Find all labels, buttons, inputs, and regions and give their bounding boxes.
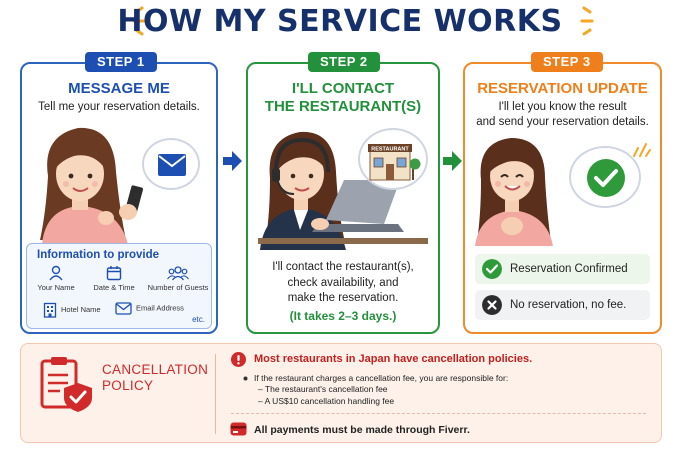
step-2-card: I'LL CONTACT THE RESTAURANT(S) RESTAURAN… xyxy=(246,62,440,334)
step-2-heading: I'LL CONTACT THE RESTAURANT(S) xyxy=(248,80,438,116)
restaurant-bubble: RESTAURANT xyxy=(358,128,428,190)
payment-note: All payments must be made through Fiverr… xyxy=(254,424,470,436)
info-item-number-of-guests: Number of Guests xyxy=(147,265,209,292)
success-bubble xyxy=(569,146,641,208)
step-1-heading: MESSAGE ME xyxy=(68,80,170,97)
dashed-divider xyxy=(231,413,646,414)
step-1-subtitle: Tell me your reservation details. xyxy=(38,101,200,113)
step-3-card: RESERVATION UPDATE I'll let you know the… xyxy=(463,62,662,334)
message-bubble xyxy=(142,138,200,190)
info-item-your-name: Your Name xyxy=(33,265,79,292)
step-2-duration: (It takes 2–3 days.) xyxy=(289,309,397,323)
person-icon xyxy=(49,265,63,281)
email-icon xyxy=(115,302,132,315)
alert-icon xyxy=(231,352,246,367)
step-3-subtitle-line2: and send your reservation details. xyxy=(476,116,649,128)
no-reservation-label: No reservation, no fee. xyxy=(510,299,627,311)
step-3-badge: STEP 3 xyxy=(531,52,603,72)
cancellation-fee-item-2: – A US$10 cancellation handling fee xyxy=(258,396,395,406)
info-item-hotel-name: Hotel Name xyxy=(43,302,101,318)
envelope-icon xyxy=(158,154,186,176)
step-2-badge: STEP 2 xyxy=(308,52,380,72)
info-item-email-address: Email Address xyxy=(115,302,184,315)
cancellation-fee-note: If the restaurant charges a cancellation… xyxy=(254,373,509,383)
cancellation-policy-title: CANCELLATION POLICY xyxy=(102,362,208,394)
step-1-card: MESSAGE ME Tell me your reservation deta… xyxy=(20,62,218,334)
step-1-badge: STEP 1 xyxy=(85,52,157,72)
info-item-date-time: Date & Time xyxy=(91,265,137,292)
info-label-hotel-name: Hotel Name xyxy=(61,304,101,314)
sparkle-icon xyxy=(633,143,651,157)
arrow-right-icon xyxy=(223,151,242,171)
arrow-right-icon xyxy=(443,151,462,171)
step-2-desc-line1: I'll contact the restaurant(s), xyxy=(272,261,414,273)
step-3-subtitle-line1: I'll let you know the result xyxy=(498,101,627,113)
check-circle-icon xyxy=(482,259,502,279)
step-3-heading: RESERVATION UPDATE xyxy=(477,80,648,97)
reservation-confirmed-label: Reservation Confirmed xyxy=(510,263,628,275)
page-title: HOW MY SERVICE WORKS xyxy=(117,4,563,39)
info-etc: etc. xyxy=(192,315,205,324)
step-3-subtitle: I'll let you know the result and send yo… xyxy=(465,100,660,130)
check-circle-icon xyxy=(587,159,625,197)
info-title: Information to provide xyxy=(37,249,160,261)
step-2-desc-line2: check availability, and xyxy=(287,276,399,289)
info-label-number-of-guests: Number of Guests xyxy=(147,283,209,292)
cancellation-fee-item-1: – The restaurant's cancellation fee xyxy=(258,384,388,394)
no-reservation-status: No reservation, no fee. xyxy=(475,290,650,320)
step-2-heading-line2: THE RESTAURANT(S) xyxy=(264,98,422,115)
happy-woman-illustration xyxy=(475,138,553,246)
calendar-icon xyxy=(106,266,122,281)
payment-card-icon xyxy=(230,422,247,436)
group-icon xyxy=(167,266,189,281)
info-label-email-address: Email Address xyxy=(136,303,184,313)
reservation-confirmed-status: Reservation Confirmed xyxy=(475,254,650,284)
information-to-provide-box: Information to provide Your Name Date & … xyxy=(26,243,212,329)
hotel-icon xyxy=(43,302,57,318)
step-2-heading-line1: I'LL CONTACT xyxy=(291,80,395,97)
step-2-desc-line3: make the reservation. xyxy=(287,292,399,304)
bullet-icon xyxy=(243,376,248,381)
woman-with-headset-and-laptop-illustration xyxy=(258,131,428,250)
cancellation-policy-panel: CANCELLATION POLICY Most restaurants in … xyxy=(20,343,662,443)
woman-with-phone-illustration xyxy=(40,127,143,244)
info-label-your-name: Your Name xyxy=(37,283,75,292)
cancellation-title-line2: POLICY xyxy=(102,378,154,393)
restaurant-sign: RESTAURANT xyxy=(371,147,409,153)
cancellation-title-line1: CANCELLATION xyxy=(102,362,209,377)
restaurant-building-icon: RESTAURANT xyxy=(368,144,421,181)
step-2-description: I'll contact the restaurant(s), check av… xyxy=(248,260,438,307)
info-label-date-time: Date & Time xyxy=(93,283,135,292)
policy-clipboard-shield-icon xyxy=(40,357,92,412)
divider xyxy=(215,354,216,434)
sparkle-icon xyxy=(132,6,146,36)
cancellation-main-note: Most restaurants in Japan have cancellat… xyxy=(254,353,533,365)
x-circle-icon xyxy=(482,295,502,315)
sparkle-icon xyxy=(580,6,594,36)
